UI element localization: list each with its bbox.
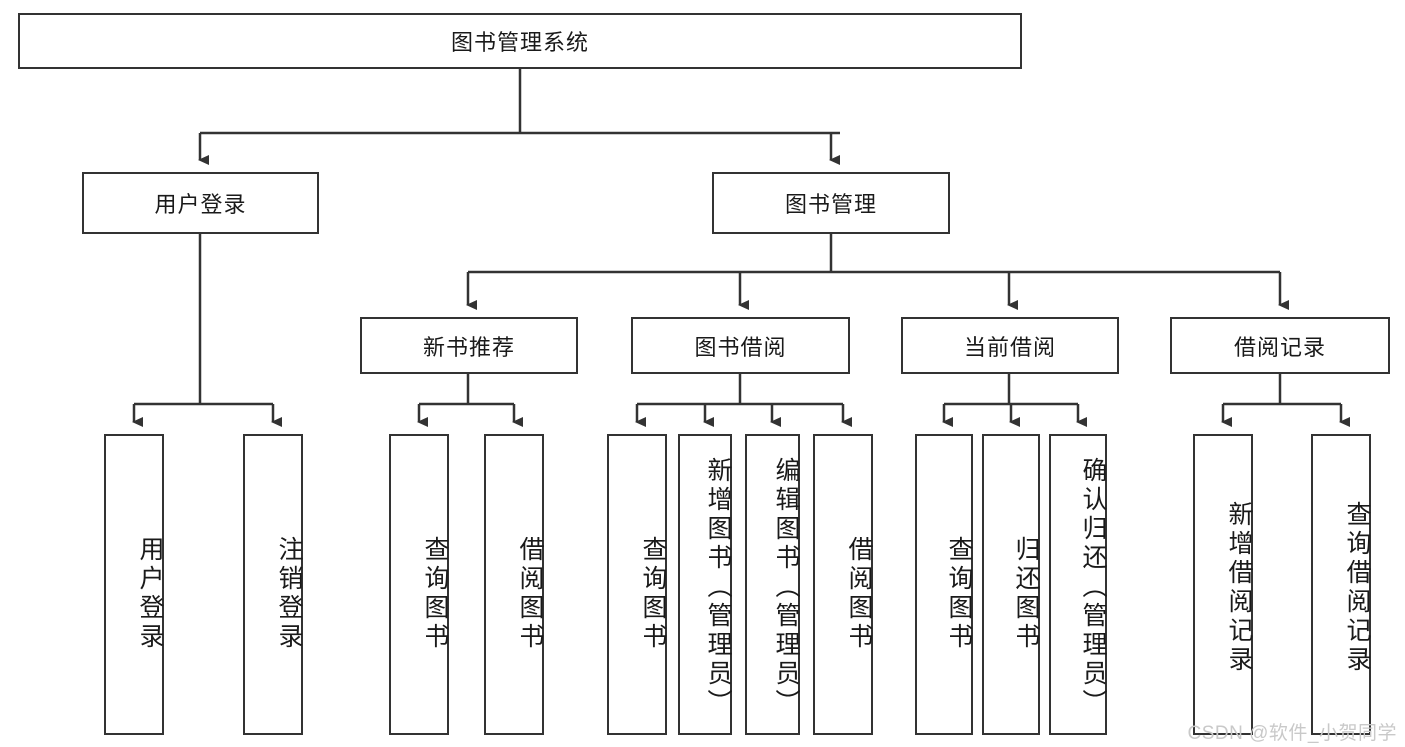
watermark-text: CSDN @软件_小贺同学 — [1187, 723, 1397, 744]
node-new-book-recommend[interactable]: 新书推荐 — [360, 317, 578, 374]
node-current-borrow[interactable]: 当前借阅 — [901, 317, 1119, 374]
node-logout-action-label: 注销登录 — [275, 535, 303, 652]
node-query-borrow-record-label: 查询借阅记录 — [1343, 500, 1371, 675]
node-query-book-borrow[interactable]: 查询图书 — [607, 434, 667, 735]
node-current-borrow-label: 当前借阅 — [963, 334, 1056, 360]
node-confirm-return-admin[interactable]: 确认归还（管理员） — [1049, 434, 1107, 735]
node-user-login-action-label: 用户登录 — [136, 535, 164, 652]
node-query-book-recommend-label: 查询图书 — [421, 535, 449, 652]
node-query-book-recommend[interactable]: 查询图书 — [389, 434, 449, 735]
node-query-book-current-label: 查询图书 — [945, 535, 973, 652]
node-root-label: 图书管理系统 — [450, 30, 589, 55]
node-borrow-book-recommend[interactable]: 借阅图书 — [484, 434, 544, 735]
node-add-borrow-record[interactable]: 新增借阅记录 — [1193, 434, 1253, 735]
node-new-book-recommend-label: 新书推荐 — [422, 334, 515, 360]
node-book-management-label: 图书管理 — [784, 192, 877, 217]
node-borrow-book-recommend-label: 借阅图书 — [516, 535, 544, 652]
node-borrow-record[interactable]: 借阅记录 — [1170, 317, 1390, 374]
node-borrow-record-label: 借阅记录 — [1233, 334, 1326, 360]
node-user-login-label: 用户登录 — [154, 192, 247, 217]
node-edit-book-admin[interactable]: 编辑图书（管理员） — [745, 434, 800, 735]
node-edit-book-admin-label: 编辑图书（管理员） — [772, 457, 800, 718]
node-user-login-action[interactable]: 用户登录 — [104, 434, 164, 735]
node-borrow-book-action[interactable]: 借阅图书 — [813, 434, 873, 735]
node-query-book-borrow-label: 查询图书 — [639, 535, 667, 652]
node-root[interactable]: 图书管理系统 — [18, 13, 1022, 69]
node-add-book-admin[interactable]: 新增图书（管理员） — [678, 434, 732, 735]
node-book-management[interactable]: 图书管理 — [712, 172, 950, 234]
node-add-borrow-record-label: 新增借阅记录 — [1225, 500, 1253, 675]
node-return-book-label: 归还图书 — [1012, 535, 1040, 652]
node-logout-action[interactable]: 注销登录 — [243, 434, 303, 735]
node-confirm-return-admin-label: 确认归还（管理员） — [1079, 457, 1107, 718]
node-user-login[interactable]: 用户登录 — [82, 172, 319, 234]
node-return-book[interactable]: 归还图书 — [982, 434, 1040, 735]
node-add-book-admin-label: 新增图书（管理员） — [704, 457, 732, 718]
node-borrow-book-action-label: 借阅图书 — [845, 535, 873, 652]
node-query-borrow-record[interactable]: 查询借阅记录 — [1311, 434, 1371, 735]
node-book-borrow-label: 图书借阅 — [694, 334, 787, 360]
node-query-book-current[interactable]: 查询图书 — [915, 434, 973, 735]
node-book-borrow[interactable]: 图书借阅 — [631, 317, 850, 374]
